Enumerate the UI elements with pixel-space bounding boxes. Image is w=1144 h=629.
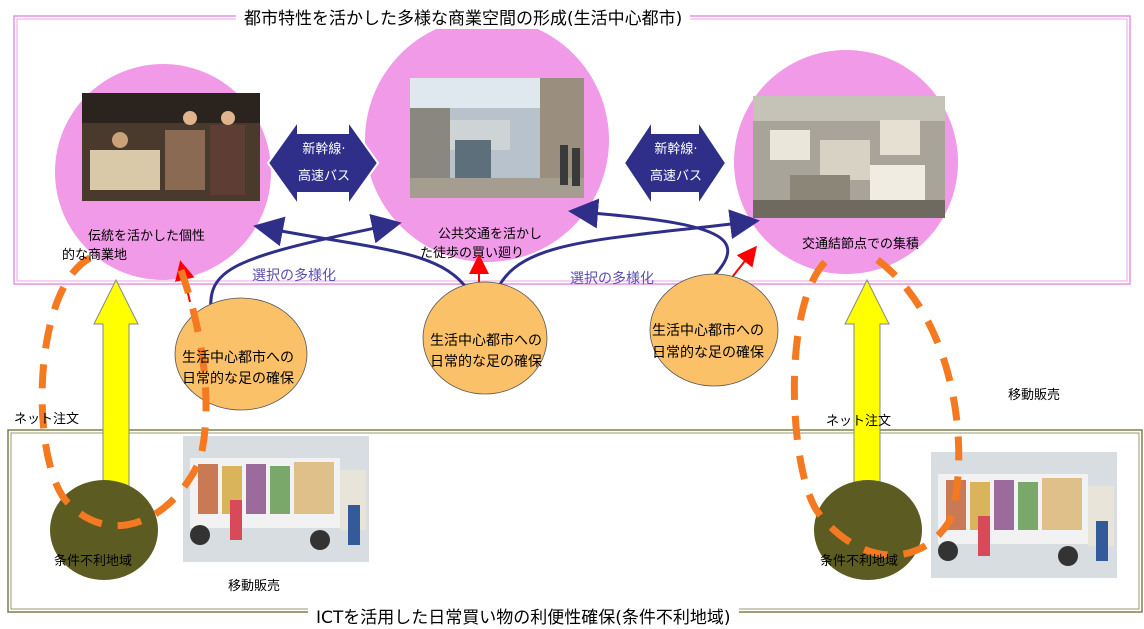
net-order-label-left: ネット注文 [14,412,80,427]
transport-arrow-1-line2: 高速バス [297,169,350,184]
selection-arrow-1b [253,216,470,291]
rural-circle-left [50,480,158,580]
transport-arrow-1-line1: 新幹線· [302,142,346,157]
access-label-1-line1: 生活中心都市への [182,350,294,366]
transport-arrow-1 [266,117,380,209]
city-label-2-line2: た徒歩の買い廻り [420,246,525,261]
yellow-arrow-left [93,278,139,491]
selection-label-2: 選択の多様化 [570,271,654,287]
mobile-truck-photo-left [183,436,369,562]
top-title: 都市特性を活かした多様な商業空間の形成(生活中心都市) [236,4,691,29]
access-label-3-line1: 生活中心都市への [652,323,764,339]
selection-label-1: 選択の多様化 [252,268,336,284]
net-order-label-right: ネット注文 [826,414,892,429]
bottom-title: ICTを活用した日常買い物の利便性確保(条件不利地域) [308,603,739,628]
orange-dashed-loop-left [38,254,210,530]
rural-label-right: 条件不利地域 [820,554,899,569]
city-label-2-line1: 公共交通を活かし [438,227,543,242]
tram-street-photo [410,78,584,198]
aerial-city-photo [753,96,945,218]
transport-arrow-2 [622,117,728,209]
access-label-3-line2: 日常的な足の確保 [652,345,764,361]
mobile-truck-photo-right [931,452,1117,578]
access-circle-1 [174,297,308,411]
orange-dashed-loop-right [790,255,963,559]
rural-circle-right [814,480,922,580]
city-label-3-line1: 交通結節点での集積 [802,237,920,252]
rural-label-left: 条件不利地域 [54,554,133,569]
city-label-1-line1: 伝統を活かした個性 [88,229,206,244]
transport-arrow-2-line2: 高速バス [649,169,702,184]
access-label-2-line2: 日常的な足の確保 [430,354,542,370]
access-circle-3 [649,273,779,387]
access-circle-2 [422,281,548,395]
fish-market-photo [82,93,260,201]
access-label-1-line2: 日常的な足の確保 [182,371,294,387]
city-label-1-line2: 的な商業地 [62,248,128,263]
access-label-2-line1: 生活中心都市への [430,333,542,349]
mobile-sale-label-right: 移動販売 [1008,388,1061,403]
transport-arrow-2-line1: 新幹線· [654,142,698,157]
mobile-sale-label-left: 移動販売 [228,579,281,594]
yellow-arrow-right [844,278,890,491]
